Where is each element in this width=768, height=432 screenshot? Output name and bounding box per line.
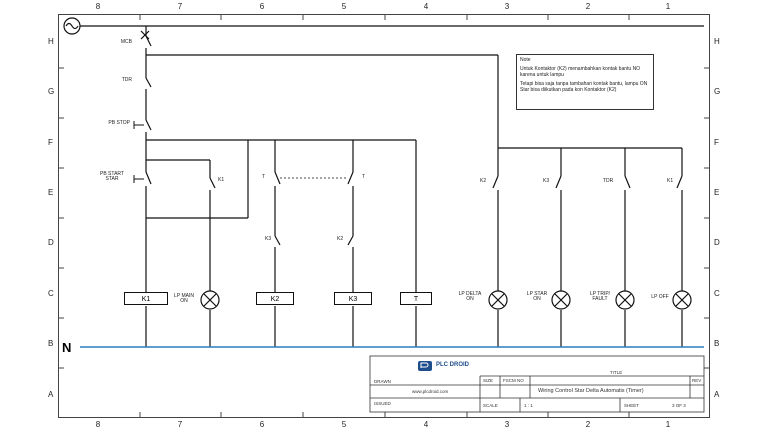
- note-title: Note: [520, 57, 531, 63]
- issued-label: ISSUED: [374, 401, 391, 406]
- lamp-icon: [615, 290, 635, 310]
- column-number: 3: [504, 2, 510, 11]
- drawn-label: DRAWN: [374, 379, 391, 384]
- row-letter: A: [714, 390, 720, 399]
- coil-timer: T: [400, 292, 432, 305]
- row-letter: G: [48, 87, 55, 96]
- row-letter: C: [714, 289, 720, 298]
- label-lamp-main-on: LP MAIN ON: [174, 293, 194, 304]
- sheet-value: 3 OF 3: [672, 403, 686, 408]
- label-k1-lamp-contact: K1: [667, 178, 674, 184]
- row-letter: F: [714, 138, 719, 147]
- title-block-frame: [369, 355, 705, 413]
- coil-k3: K3: [334, 292, 372, 305]
- label-k3-contact: K3: [265, 236, 272, 242]
- row-letter: B: [48, 339, 54, 348]
- note-line-1: Untuk Kontaktor (K2) menambahkan kontak …: [520, 66, 641, 78]
- row-letter: C: [48, 289, 54, 298]
- column-number: 5: [341, 2, 347, 11]
- label-lamp-off: LP OFF: [651, 294, 669, 300]
- mcb-trip-icon: [140, 30, 150, 40]
- row-letter: H: [48, 37, 54, 46]
- label-lamp-trip-fault: LP TRIP/ FAULT: [589, 291, 611, 302]
- label-k2-contact: K2: [337, 236, 344, 242]
- label-mcb: MCB: [120, 39, 132, 45]
- label-k2-lamp-contact: K2: [480, 178, 487, 184]
- note-line-2: Tetapi bisa saja tanpa tambahan kontak b…: [520, 81, 648, 93]
- lamp-icon: [200, 290, 220, 310]
- rev-label: REV: [692, 378, 702, 383]
- label-pb-stop: PB STOP: [108, 120, 130, 126]
- column-number: 8: [95, 2, 101, 11]
- brand-name: PLC DROID: [436, 362, 469, 368]
- label-t-contact-2: T: [362, 174, 366, 180]
- neutral-label: N: [62, 340, 72, 355]
- label-k1-contact: K1: [218, 177, 225, 183]
- column-number: 6: [259, 2, 265, 11]
- note-box: Note Untuk Kontaktor (K2) menambahkan ko…: [516, 54, 654, 110]
- label-tdr: TDR: [121, 77, 132, 83]
- row-letter: E: [714, 188, 720, 197]
- lamp-icon: [551, 290, 571, 310]
- row-letter: F: [48, 138, 53, 147]
- drawing-title: Wiring Control Star Delta Automatis (Tim…: [538, 388, 644, 394]
- column-number: 5: [341, 420, 347, 429]
- label-t-contact-1: T: [262, 174, 266, 180]
- sheet-label: SHEET: [624, 403, 640, 408]
- fscm-label: FSCM NO: [503, 378, 524, 383]
- column-number: 2: [585, 420, 591, 429]
- scale-label: SCALE: [483, 403, 498, 408]
- border-ticks: [58, 14, 710, 418]
- row-letter: D: [48, 238, 54, 247]
- row-letter: B: [714, 339, 720, 348]
- row-letter: H: [714, 37, 720, 46]
- column-number: 7: [177, 2, 183, 11]
- drawing-border: [58, 14, 710, 418]
- coil-k2: K2: [256, 292, 294, 305]
- coil-k1: K1: [124, 292, 168, 305]
- lamp-icon: [488, 290, 508, 310]
- column-number: 2: [585, 2, 591, 11]
- ac-source-icon: [63, 17, 81, 35]
- label-k3-lamp-contact: K3: [543, 178, 550, 184]
- column-number: 6: [259, 420, 265, 429]
- label-lamp-delta-on: LP DELTA ON: [458, 291, 482, 302]
- row-letter: G: [714, 87, 721, 96]
- column-number: 1: [665, 2, 671, 11]
- label-pb-start: PB START STAR: [100, 171, 124, 182]
- column-number: 3: [504, 420, 510, 429]
- column-number: 4: [423, 420, 429, 429]
- pushbutton-actuator-icon: [133, 121, 144, 183]
- brand-logo-icon: [418, 361, 432, 371]
- lamp-icon: [672, 290, 692, 310]
- row-letter: E: [48, 188, 54, 197]
- column-number: 4: [423, 2, 429, 11]
- scale-value: 1 : 1: [524, 403, 533, 408]
- label-lamp-star-on: LP STAR ON: [526, 291, 548, 302]
- website: www.plcdroid.com: [412, 389, 449, 394]
- title-label: TITLE: [610, 370, 623, 375]
- control-wires: [80, 25, 704, 347]
- row-letter: A: [48, 390, 54, 399]
- label-tdr-lamp-contact: TDR: [603, 178, 614, 184]
- column-number: 1: [665, 420, 671, 429]
- row-letter: D: [714, 238, 720, 247]
- size-label: SIZE: [483, 378, 494, 383]
- column-number: 7: [177, 420, 183, 429]
- column-number: 8: [95, 420, 101, 429]
